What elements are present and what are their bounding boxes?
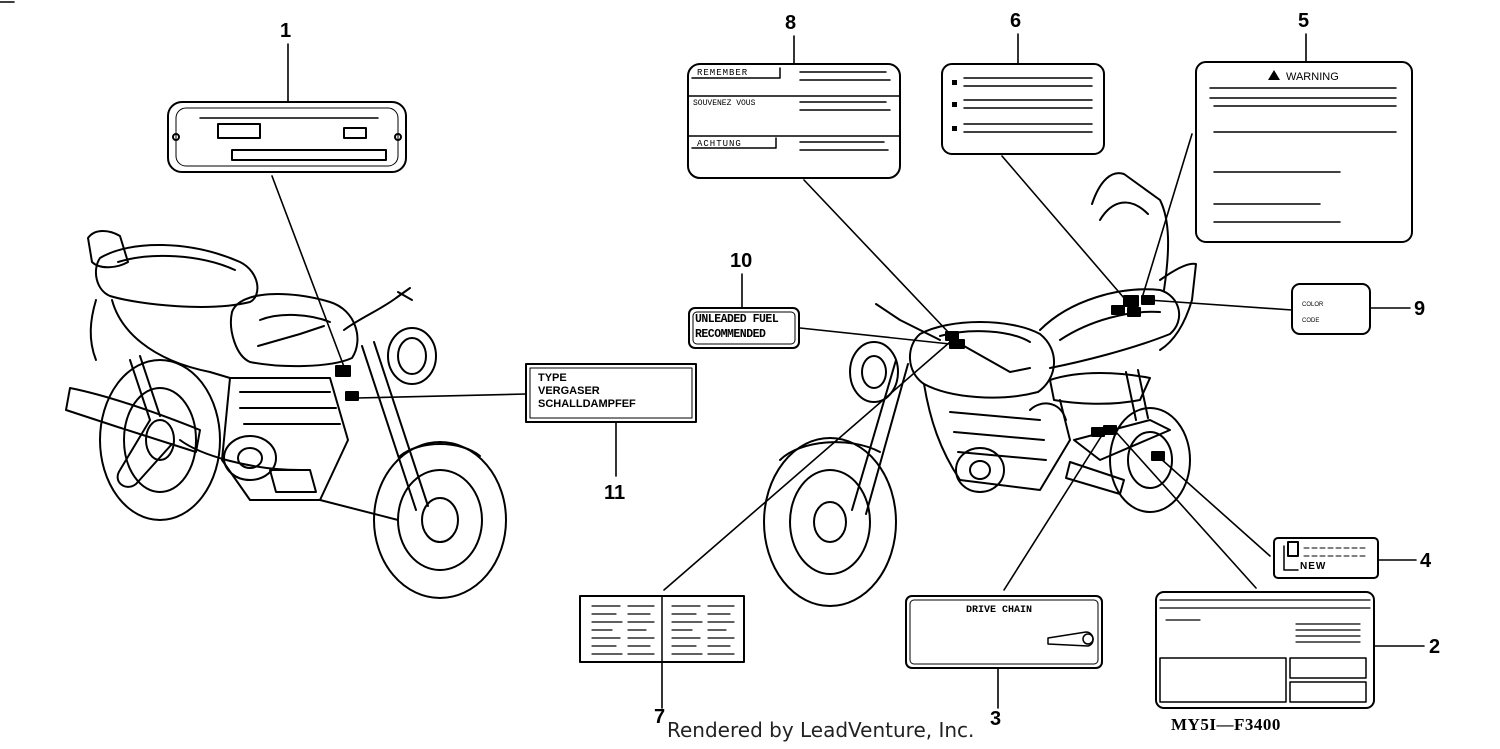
motorcycle-right-illustration xyxy=(763,172,1197,607)
callout-6: 6 xyxy=(1010,10,1022,32)
label-10-recommended: RECOMMENDED xyxy=(695,328,766,341)
label-8-souvenez: SOUVENEZ VOUS xyxy=(693,99,756,108)
callout-8: 8 xyxy=(785,12,797,34)
callout-9: 9 xyxy=(1414,298,1426,320)
callout-2: 2 xyxy=(1429,636,1441,658)
label-plate-8 xyxy=(687,63,901,179)
callout-1: 1 xyxy=(280,20,292,42)
label-11-schalldampfef: SCHALLDAMPFEF xyxy=(538,398,636,410)
callout-5: 5 xyxy=(1298,10,1310,32)
callout-7: 7 xyxy=(654,706,666,728)
rendered-by-credit: Rendered by LeadVenture, Inc. xyxy=(667,718,975,742)
label-9-code: CODE xyxy=(1302,318,1320,324)
label-plate-4 xyxy=(1273,537,1379,579)
label-plate-7 xyxy=(579,595,745,663)
label-8-achtung: ACHTUNG xyxy=(697,139,742,149)
label-5-warning: WARNING xyxy=(1286,71,1339,83)
label-8-remember: REMEMBER xyxy=(697,68,749,78)
label-3-drive-chain: DRIVE CHAIN xyxy=(966,605,1033,616)
label-11-type: TYPE xyxy=(538,372,567,384)
label-plate-5 xyxy=(1195,61,1413,243)
label-11-vergaser: VERGASER xyxy=(538,385,600,397)
callout-11: 11 xyxy=(604,482,626,504)
label-plate-11 xyxy=(525,363,697,423)
diagram-code: MY5I—F3400 xyxy=(1171,715,1281,734)
callout-10: 10 xyxy=(730,250,753,272)
callout-3: 3 xyxy=(990,708,1002,730)
label-plate-9 xyxy=(1291,283,1371,335)
label-plate-3 xyxy=(905,595,1103,669)
label-4-new: NEW xyxy=(1300,561,1327,572)
label-9-color: COLOR xyxy=(1302,302,1324,308)
motorcycle-left-illustration xyxy=(65,230,507,599)
label-plate-1 xyxy=(167,101,407,173)
label-10-unleaded-fuel: UNLEADED FUEL xyxy=(695,313,779,326)
label-plate-10 xyxy=(688,307,800,349)
leader-lines xyxy=(0,1,1425,709)
label-plate-6 xyxy=(941,63,1105,155)
callout-4: 4 xyxy=(1420,550,1432,572)
label-plate-2 xyxy=(1155,591,1375,709)
